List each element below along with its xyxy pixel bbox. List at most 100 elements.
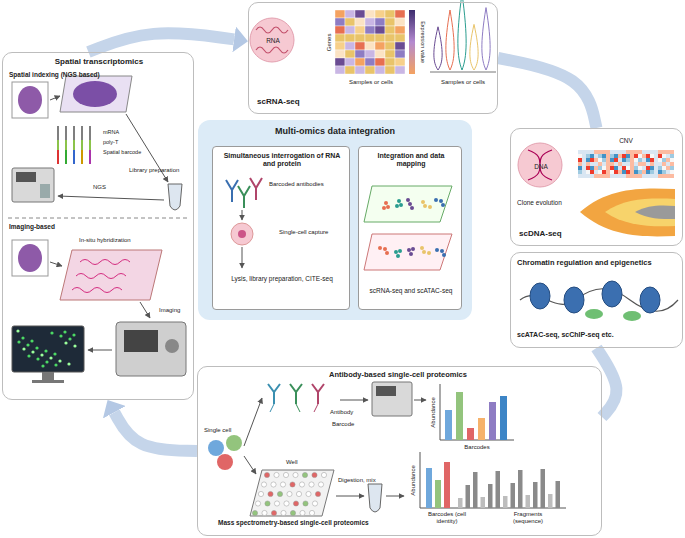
cnv-heatmap	[602, 166, 606, 170]
antibody-barcodes	[268, 384, 280, 404]
heatmap	[335, 66, 345, 74]
spatial-barcode-probes	[65, 150, 67, 164]
barcoded-antibodies	[242, 210, 243, 220]
cnv-heatmap	[626, 166, 630, 170]
cnv-heatmap	[662, 162, 666, 166]
cnv-heatmap	[666, 150, 670, 154]
cnv-heatmap	[650, 162, 654, 166]
cnv-heatmap	[630, 170, 634, 174]
cell-clusters	[398, 249, 402, 253]
digestion-tube	[368, 484, 382, 512]
well-plate	[293, 472, 298, 477]
cnv-heatmap	[594, 170, 598, 174]
cnv-heatmap	[666, 170, 670, 174]
well-plate	[258, 491, 263, 496]
heatmap	[365, 26, 375, 34]
cnv-heatmap	[582, 162, 586, 166]
cnv-heatmap	[670, 150, 674, 154]
panel-heading: Spatial transcriptomics	[13, 57, 185, 66]
cnv-heatmap	[586, 170, 590, 174]
cnv-heatmap	[586, 158, 590, 162]
violin-plot	[430, 72, 496, 73]
single-cells	[208, 440, 224, 456]
well-plate	[252, 510, 257, 515]
node-label: Samples or cells	[429, 79, 497, 86]
antibody-barcodes	[270, 404, 274, 412]
cnv-heatmap	[578, 166, 582, 170]
cnv-heatmap	[610, 174, 614, 178]
heatmap	[335, 50, 345, 58]
well-plate	[281, 510, 286, 515]
cnv-heatmap	[630, 158, 634, 162]
violin-plot	[434, 27, 442, 70]
well-plate	[264, 472, 269, 477]
chromatin	[623, 311, 641, 321]
library-tube	[58, 114, 182, 210]
cnv-heatmap	[642, 174, 646, 178]
rna-cell	[250, 18, 294, 62]
panel-heading: scDNA-seq	[519, 229, 599, 238]
cnv-heatmap	[602, 158, 606, 162]
heatmap	[345, 50, 355, 58]
imaging-instrument	[165, 339, 179, 353]
well-plate	[290, 510, 295, 515]
antibody-barcodes	[314, 404, 318, 412]
fluorescence-spots	[31, 350, 34, 353]
bar-chart-2	[503, 496, 508, 508]
heatmap	[395, 34, 405, 42]
cnv-heatmap	[594, 166, 598, 170]
antibody-barcodes	[312, 384, 324, 404]
spatial-barcode-probes	[65, 140, 67, 150]
fluorescence-spots	[63, 330, 66, 333]
cnv-heatmap	[642, 158, 646, 162]
node-label: Antibody	[330, 409, 370, 416]
antibody-barcodes	[268, 384, 368, 412]
cnv-heatmap	[662, 166, 666, 170]
node-label: Lysis, library preparation, CITE-seq	[219, 275, 345, 282]
cnv-heatmap	[662, 174, 666, 178]
cnv-heatmap	[618, 158, 622, 162]
data-mapping-planes	[364, 186, 452, 222]
heatmap	[375, 50, 385, 58]
cnv-heatmap	[598, 170, 602, 174]
cnv-heatmap	[590, 162, 594, 166]
cnv-heatmap	[658, 174, 662, 178]
cnv-heatmap	[602, 150, 606, 154]
heatmap	[385, 66, 395, 74]
tissue-sample	[50, 96, 60, 100]
cnv-heatmap	[598, 158, 602, 162]
heatmap	[355, 66, 365, 74]
node-label: Samples or cells	[335, 79, 407, 86]
method-box: Integration and data mappingscRNA-seq an…	[358, 146, 462, 310]
violin-plot	[430, 0, 496, 72]
cnv-heatmap	[606, 166, 610, 170]
cnv-heatmap	[626, 158, 630, 162]
cnv-heatmap	[626, 174, 630, 178]
well-plate	[261, 482, 266, 487]
cnv-heatmap	[590, 150, 594, 154]
fluorescence-spots	[50, 331, 53, 334]
heatmap	[365, 18, 375, 26]
barcoded-antibodies	[238, 186, 250, 208]
cnv-heatmap	[622, 166, 626, 170]
single-cells	[208, 398, 262, 474]
fluorescence-spots	[22, 347, 25, 350]
cnv-heatmap	[650, 166, 654, 170]
node-label: Spatial barcode	[103, 149, 173, 155]
panel-heading: Integration and data mapping	[363, 152, 459, 168]
well-plate	[309, 482, 314, 487]
fish-plot	[580, 189, 675, 237]
cnv-heatmap	[614, 162, 618, 166]
cnv-heatmap	[582, 158, 586, 162]
spatial-barcode-probes	[57, 140, 59, 150]
violin-plot	[470, 24, 478, 70]
heatmap	[385, 18, 395, 26]
cnv-heatmap	[606, 150, 610, 154]
cnv-heatmap	[578, 174, 582, 178]
cnv-heatmap	[594, 150, 598, 154]
cell-clusters	[435, 248, 439, 252]
panel: Spatial transcriptomicsSpatial indexing …	[2, 52, 194, 400]
node-label: Barcodes (cell identity)	[420, 511, 474, 525]
bar-chart	[440, 384, 514, 440]
tissue-sample-2	[140, 302, 150, 318]
